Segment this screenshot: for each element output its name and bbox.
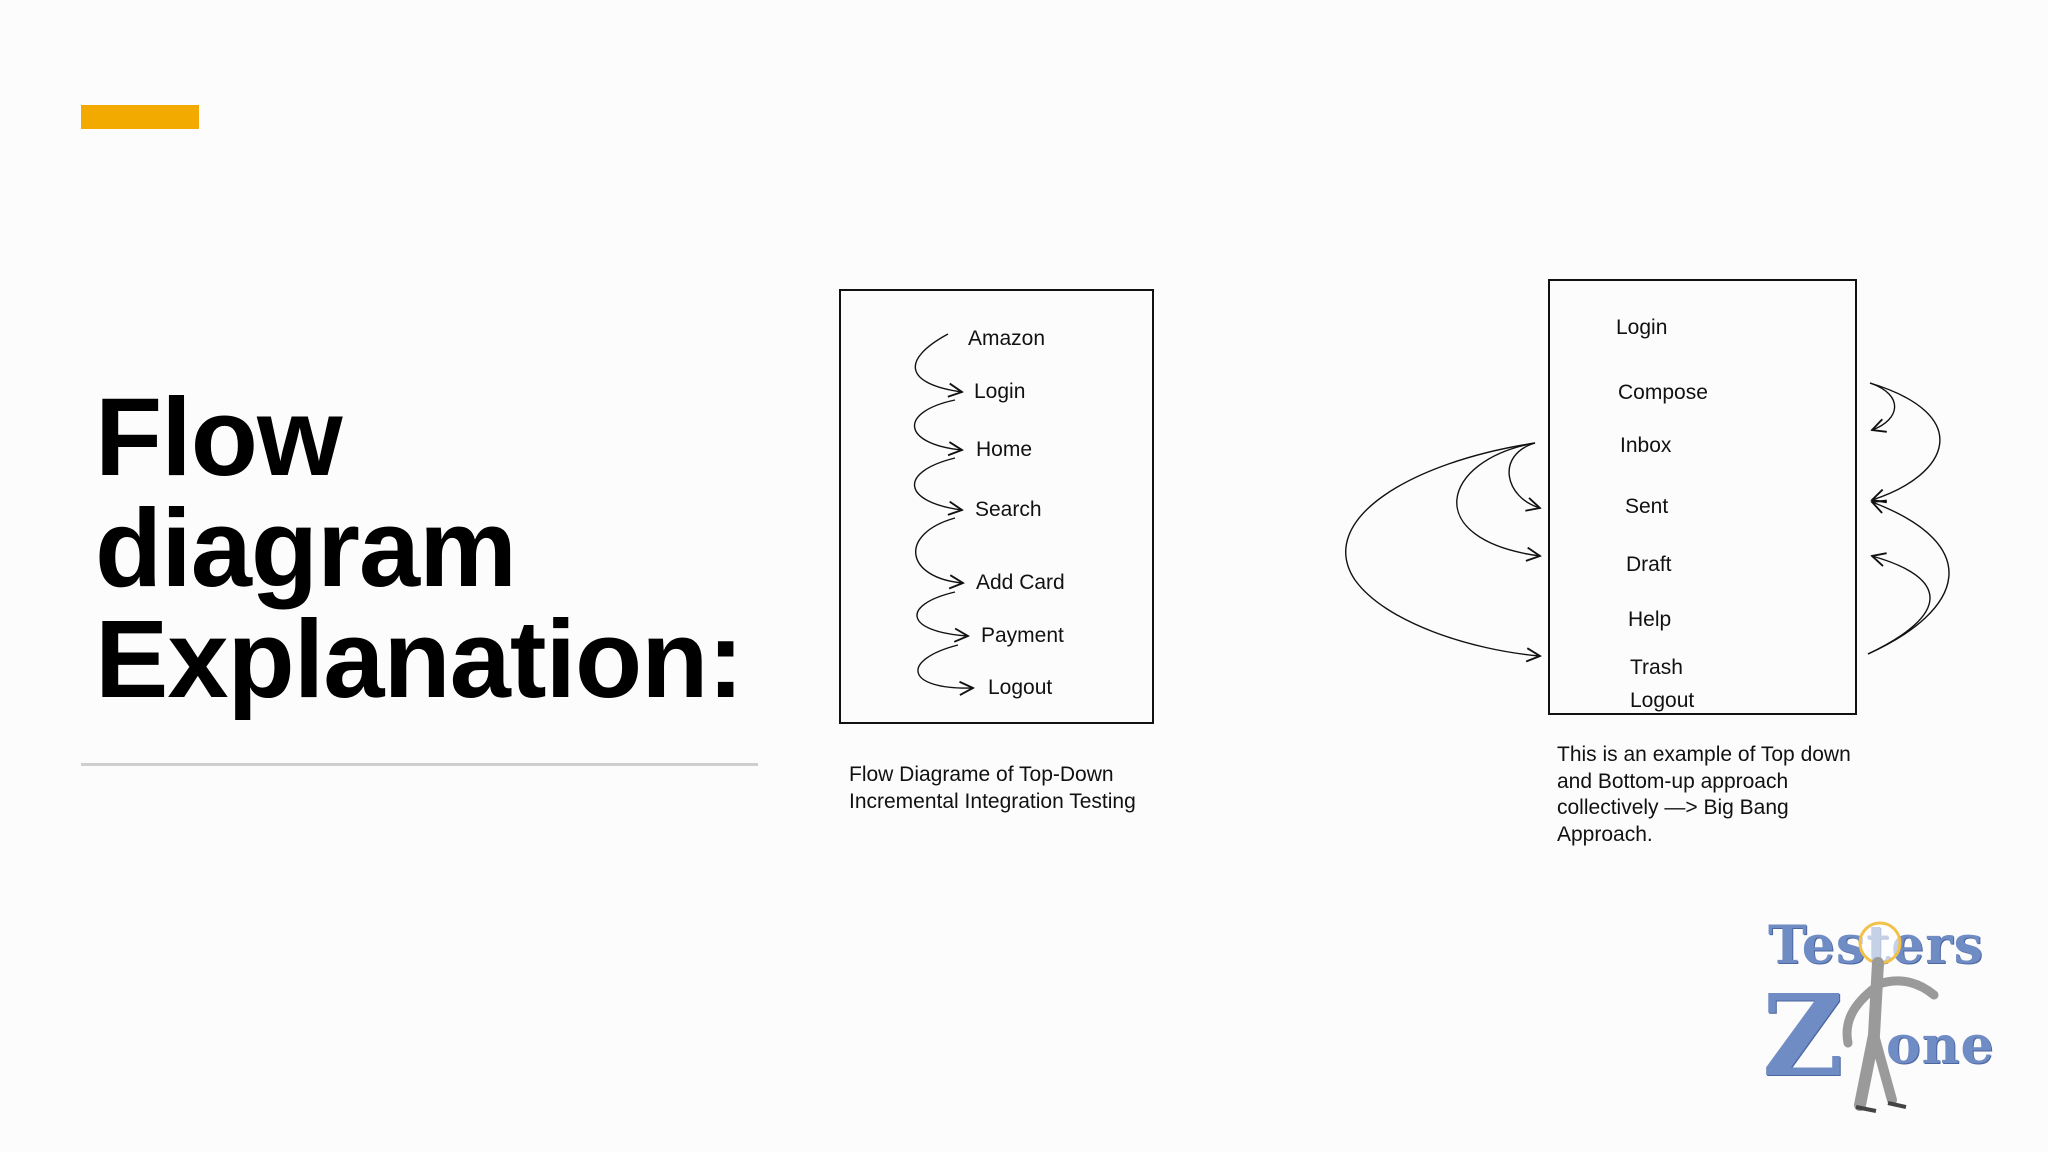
title-line-3: Explanation: xyxy=(95,598,744,721)
left-item-add-card: Add Card xyxy=(976,571,1065,594)
arrow-amazon-login xyxy=(914,333,962,392)
left-item-home: Home xyxy=(976,438,1032,461)
arrow-left-medium xyxy=(1456,442,1540,556)
left-item-amazon: Amazon xyxy=(968,327,1045,350)
right-item-inbox: Inbox xyxy=(1620,434,1672,457)
big-bang-caption: This is an example of Top down and Botto… xyxy=(1557,743,1851,846)
right-item-draft: Draft xyxy=(1626,553,1672,576)
logo-line-1-suffix: ers xyxy=(1891,915,1984,976)
arrow-home-search xyxy=(913,457,962,510)
right-item-sent: Sent xyxy=(1625,495,1668,518)
arrow-login-home xyxy=(913,399,962,450)
arrow-right-1 xyxy=(1869,382,1896,430)
arrow-left-large xyxy=(1345,442,1540,656)
arrow-right-2 xyxy=(1869,382,1941,500)
big-bang-box xyxy=(1548,279,1857,715)
arrow-right-3 xyxy=(1867,502,1950,655)
logo-line-2-rest: one xyxy=(1886,1015,1995,1076)
right-item-compose: Compose xyxy=(1618,381,1708,404)
left-item-logout: Logout xyxy=(988,676,1052,699)
right-item-logout: Logout xyxy=(1630,689,1694,712)
arrow-search-addcard xyxy=(915,517,963,583)
right-item-help: Help xyxy=(1628,608,1671,631)
arrow-addcard-payment xyxy=(916,591,968,636)
top-down-caption: Flow Diagrame of Top-Down Incremental In… xyxy=(849,763,1136,813)
logo-line-1-prefix: Tes xyxy=(1768,915,1867,976)
left-item-search: Search xyxy=(975,498,1042,521)
big-bang-diagram: Login Compose Inbox Sent Draft Help Tras… xyxy=(1345,279,1950,715)
arrow-left-small xyxy=(1508,442,1540,508)
left-item-payment: Payment xyxy=(981,624,1064,647)
right-item-trash: Trash xyxy=(1630,656,1683,679)
title-line-1: Flow xyxy=(95,376,343,499)
right-item-login: Login xyxy=(1616,316,1667,339)
left-item-login: Login xyxy=(974,380,1025,403)
logo-z: Z xyxy=(1762,971,1845,1102)
logo-line-1: Testers xyxy=(1768,915,1984,976)
top-down-box xyxy=(839,289,1154,724)
top-down-flow-diagram: Amazon Login Home Search Add Card Paymen… xyxy=(839,289,1154,724)
big-bang-left-arrows xyxy=(1345,442,1540,656)
title-divider xyxy=(81,763,758,766)
big-bang-right-arrows xyxy=(1867,382,1950,655)
slide-title: Flow diagram Explanation: xyxy=(95,376,744,721)
testers-zone-logo: Testers Z one xyxy=(1762,915,1994,1125)
stick-figure-icon xyxy=(1842,921,1939,1113)
arrow-right-4 xyxy=(1867,556,1931,655)
arrow-payment-logout xyxy=(917,644,973,688)
title-line-2: diagram xyxy=(95,487,517,610)
accent-bar xyxy=(81,105,199,129)
top-down-arrows xyxy=(913,333,973,688)
